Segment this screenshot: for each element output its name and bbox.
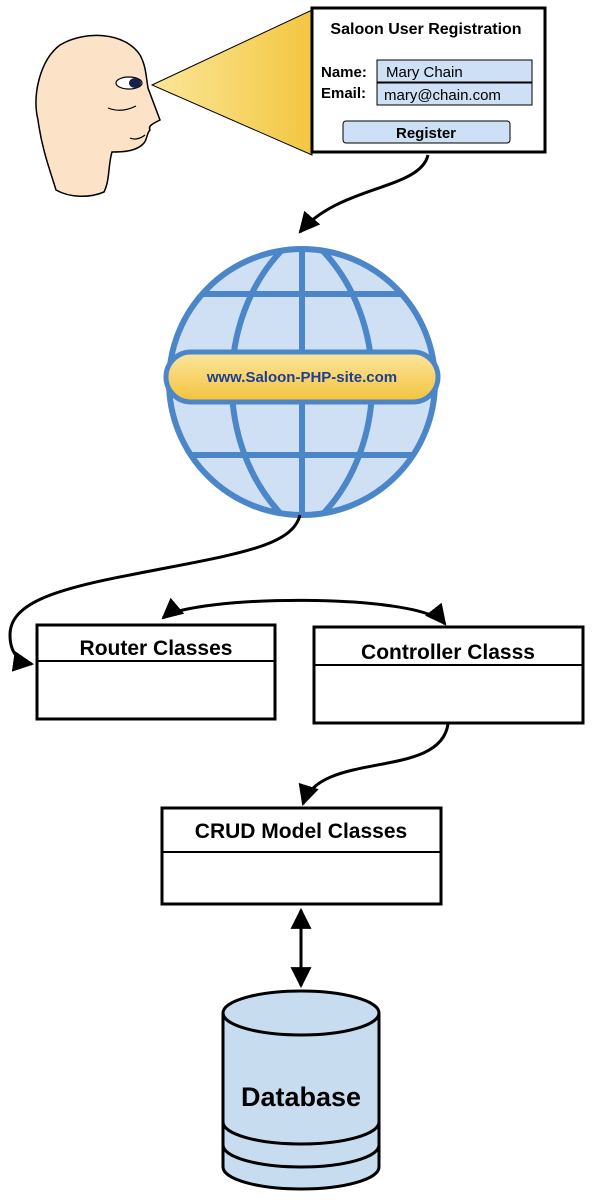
email-field[interactable] xyxy=(376,82,533,106)
arrow-controller-to-crud xyxy=(298,723,450,807)
crud-model-classes-box: CRUD Model Classes xyxy=(160,806,443,906)
router-classes-title: Router Classes xyxy=(80,637,233,660)
arrow-router-controller xyxy=(161,597,447,626)
arrow-globe-to-router xyxy=(8,514,302,672)
controller-classes-box: Controller Classs xyxy=(312,625,585,725)
vision-beam xyxy=(150,9,313,156)
email-label: Email: xyxy=(321,85,366,102)
site-url: www.Saloon-PHP-site.com xyxy=(206,369,397,386)
email-field-value: mary@chain.com xyxy=(384,87,501,104)
globe-icon: www.Saloon-PHP-site.com xyxy=(163,246,441,518)
crud-model-classes-title: CRUD Model Classes xyxy=(195,820,407,843)
database-icon: Database xyxy=(221,989,381,1191)
user-face-icon xyxy=(35,34,161,197)
form-title: Saloon User Registration xyxy=(330,21,521,38)
register-button[interactable] xyxy=(342,120,511,144)
registration-form: Saloon User Registration Name: Mary Chai… xyxy=(310,6,547,154)
arrow-form-to-globe xyxy=(298,154,430,234)
router-classes-box: Router Classes xyxy=(35,623,277,721)
name-field-value: Mary Chain xyxy=(386,64,463,81)
url-band xyxy=(163,349,441,405)
name-label: Name: xyxy=(321,64,367,81)
database-label: Database xyxy=(241,1082,361,1112)
controller-classes-title: Controller Classs xyxy=(361,641,535,664)
name-field[interactable] xyxy=(376,59,533,83)
register-button-label: Register xyxy=(396,125,456,142)
